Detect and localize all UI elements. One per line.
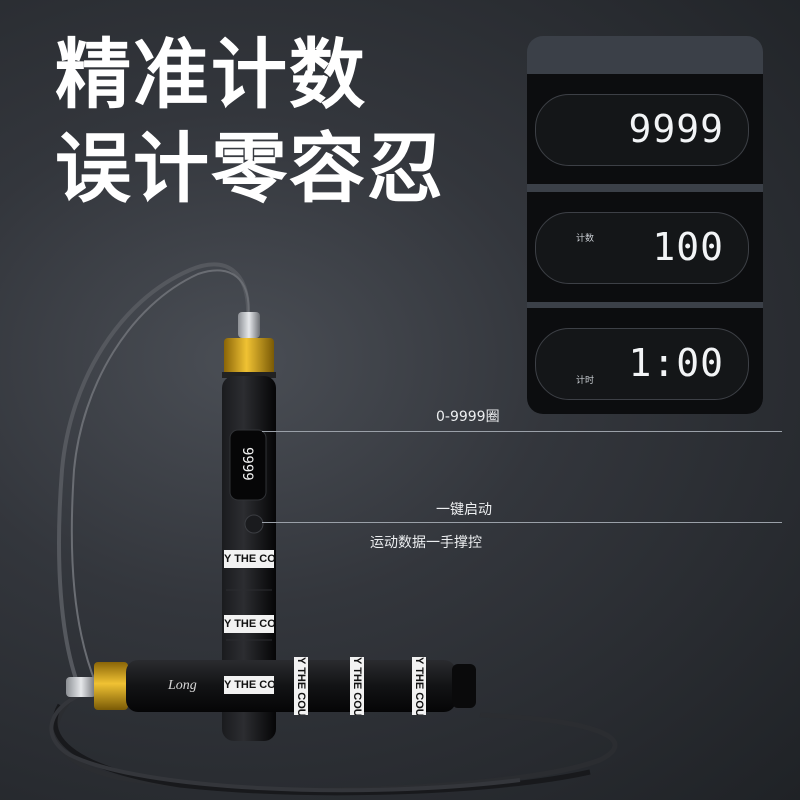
brand-logo: Long xyxy=(168,678,197,693)
display-band-3: 计时 1:00 xyxy=(527,308,763,414)
lcd-label-2: 计数 xyxy=(576,233,595,243)
lcd-value-2: 100 xyxy=(652,225,724,269)
callout-line-start xyxy=(262,522,782,523)
headline-line-2: 误计零容忍 xyxy=(55,124,445,213)
handle-band-text-2: Y THE COU xyxy=(224,615,274,633)
lcd-screen-2: 计数 100 xyxy=(535,212,749,284)
callout-start: 一键启动 xyxy=(436,502,492,518)
callout-line-range xyxy=(262,431,782,432)
display-band-2: 计数 100 xyxy=(527,192,763,302)
handle-display-value: 9999 xyxy=(239,447,255,481)
callout-control: 运动数据一手撑控 xyxy=(370,535,482,551)
rope-cable xyxy=(49,262,618,796)
handle-band-text-1: Y THE COU xyxy=(224,550,274,568)
lcd-screen-3: 计时 1:00 xyxy=(535,328,749,400)
lcd-label-3: 计时 xyxy=(576,375,595,385)
display-showcase-panel: 9999 计数 100 计时 1:00 xyxy=(527,36,763,414)
handle-band-text-4: Y THE COU xyxy=(294,657,308,715)
handle-band-text-3: Y THE COU xyxy=(224,676,274,694)
callout-range: 0-9999圈 xyxy=(436,409,500,425)
horizontal-handle xyxy=(66,660,476,712)
lcd-value-1: 9999 xyxy=(628,107,724,151)
lcd-value-3: 1:00 xyxy=(628,341,724,385)
headline-line-1: 精准计数 xyxy=(55,30,367,119)
display-band-1: 9999 xyxy=(527,74,763,184)
handle-band-text-6: Y THE COU xyxy=(412,657,426,715)
lcd-screen-1: 9999 xyxy=(535,94,749,166)
handle-band-text-5: Y THE COU xyxy=(350,657,364,715)
headline: 精准计数 误计零容忍 xyxy=(55,28,445,216)
